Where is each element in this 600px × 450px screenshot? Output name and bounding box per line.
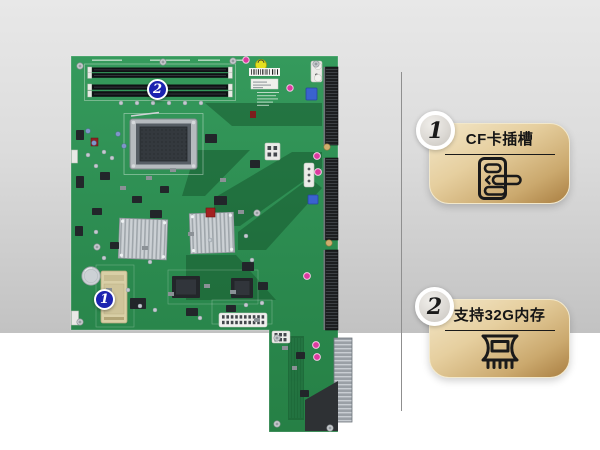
callout-number-2: 2 <box>415 287 454 326</box>
callout-label-memory: 支持32G内存 <box>453 307 546 324</box>
board-marker-2: 2 <box>147 79 168 100</box>
cmos-battery <box>81 266 101 286</box>
small-components <box>75 100 309 397</box>
callout-label-cf-slot: CF卡插槽 <box>465 131 534 148</box>
labels <box>249 59 280 90</box>
callout-number-1: 1 <box>416 111 455 150</box>
edge-connectors <box>323 66 339 331</box>
bga-chips <box>172 276 253 298</box>
heatsink-right <box>188 211 236 255</box>
trace-regions <box>182 103 322 420</box>
riser-extension <box>271 330 353 431</box>
power-connectors <box>71 60 323 328</box>
callout-divider <box>444 329 555 331</box>
heatsink-left <box>117 217 169 261</box>
capacitors-pink <box>242 56 322 361</box>
board-marker-1: 1 <box>94 289 115 310</box>
cpu-socket <box>129 111 198 170</box>
screw-holes <box>76 57 334 432</box>
callout-divider <box>444 153 555 155</box>
memory-module-icon <box>430 333 569 373</box>
barcode-sticker <box>249 68 280 76</box>
cf-card-slot-icon <box>430 156 569 201</box>
extension-traces <box>289 338 303 418</box>
divider-line <box>401 72 402 411</box>
